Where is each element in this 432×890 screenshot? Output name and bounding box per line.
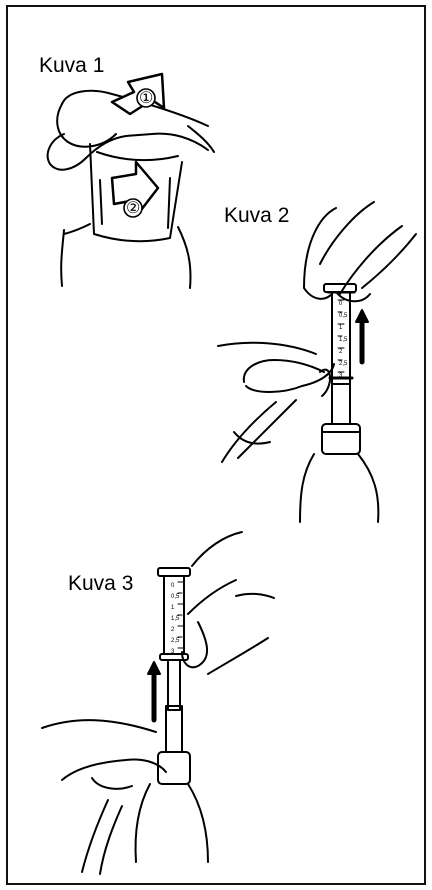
scale-tick-label: 2,5 bbox=[339, 358, 351, 370]
syringe-2-scale: 0 0,5 1 1,5 2 2,5 3 bbox=[339, 298, 351, 382]
syringe-instructions-illustration bbox=[8, 7, 428, 887]
scale-tick-label: 1,5 bbox=[171, 614, 185, 625]
scale-tick-label: 0 bbox=[339, 298, 351, 310]
illustration-frame: ① ② 0 0,5 1 1,5 2 2,5 3 0 0,5 1 1,5 2 2,… bbox=[6, 5, 426, 885]
scale-tick-label: 2 bbox=[339, 346, 351, 358]
figure-3-label: Kuva 3 bbox=[68, 573, 133, 594]
figure-1-label: Kuva 1 bbox=[39, 55, 104, 76]
scale-tick-label: 2 bbox=[171, 625, 185, 636]
syringe-3-scale: 0 0,5 1 1,5 2 2,5 3 bbox=[171, 581, 185, 658]
figure-2-label: Kuva 2 bbox=[224, 205, 289, 226]
scale-tick-label: 0,5 bbox=[171, 592, 185, 603]
scale-tick-label: 1 bbox=[171, 603, 185, 614]
step-1-marker: ① bbox=[139, 91, 153, 107]
figure-2-drawing bbox=[218, 202, 416, 522]
scale-tick-label: 0,5 bbox=[339, 310, 351, 322]
figure-1-drawing bbox=[48, 74, 214, 288]
scale-tick-label: 2,5 bbox=[171, 636, 185, 647]
scale-tick-label: 3 bbox=[339, 370, 351, 382]
scale-tick-label: 1,5 bbox=[339, 334, 351, 346]
step-2-marker: ② bbox=[126, 201, 140, 217]
scale-tick-label: 1 bbox=[339, 322, 351, 334]
scale-tick-label: 3 bbox=[171, 647, 185, 658]
scale-tick-label: 0 bbox=[171, 581, 185, 592]
